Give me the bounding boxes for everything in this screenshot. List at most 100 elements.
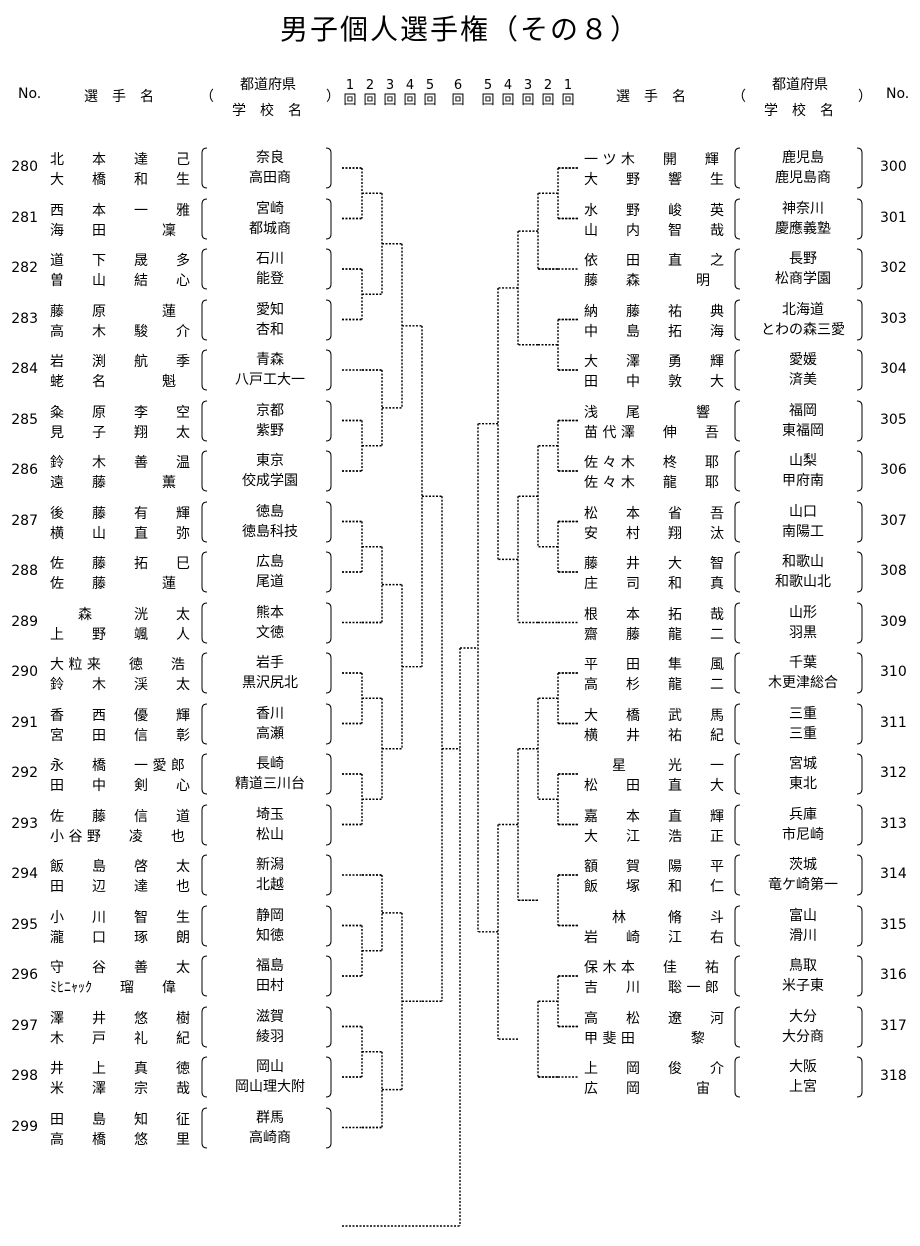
open-paren xyxy=(734,602,741,643)
entry-number: 301 xyxy=(880,209,907,226)
player-name: 遠 藤 薫 xyxy=(50,475,176,491)
entry-number: 290 xyxy=(11,664,38,680)
open-paren xyxy=(201,753,208,795)
entry-number: 307 xyxy=(880,512,907,529)
close-paren xyxy=(856,450,863,492)
school-name: 紫野 xyxy=(256,422,284,439)
entry-number: 308 xyxy=(880,563,907,579)
open-paren xyxy=(201,703,208,744)
header-name-left: 選 手 名 xyxy=(84,89,154,105)
entry-number: 282 xyxy=(11,260,38,276)
school-name: 杏和 xyxy=(256,321,284,338)
player-name: 藤 森 明 xyxy=(584,273,710,289)
close-paren xyxy=(856,501,863,542)
player-name: 平 田 隼 風 xyxy=(584,657,724,673)
prefecture: 広島 xyxy=(256,554,284,570)
prefecture: 長崎 xyxy=(256,756,284,772)
prefecture: 京都 xyxy=(256,402,284,419)
close-paren xyxy=(325,299,332,340)
open-paren xyxy=(201,854,208,896)
header-no-right: No. xyxy=(886,86,910,102)
close-paren xyxy=(325,400,332,441)
close-paren xyxy=(325,1056,332,1098)
open-paren xyxy=(201,450,208,492)
open-paren xyxy=(201,551,208,593)
entry-number: 318 xyxy=(880,1068,907,1084)
open-paren xyxy=(734,905,741,946)
player-name: 田 辺 達 也 xyxy=(50,879,190,895)
school-name: 三重 xyxy=(789,725,817,742)
player-name: 高 橋 悠 里 xyxy=(50,1131,190,1148)
prefecture: 徳島 xyxy=(256,503,284,520)
prefecture: 山口 xyxy=(789,503,817,520)
player-name: 香 西 優 輝 xyxy=(50,707,190,724)
player-name: 大 橋 和 生 xyxy=(50,172,190,188)
close-paren xyxy=(856,349,863,391)
close-paren xyxy=(856,854,863,896)
entry-number: 309 xyxy=(880,613,907,630)
open-paren xyxy=(201,1006,208,1047)
close-paren xyxy=(856,652,863,694)
player-name: 安 村 翔 汰 xyxy=(584,525,724,542)
open-paren xyxy=(734,955,741,997)
school-name: 南陽工 xyxy=(782,523,824,540)
school-name: とわの森三愛 xyxy=(761,321,845,338)
open-paren xyxy=(201,400,208,441)
entry-number: 285 xyxy=(11,411,38,428)
open-paren xyxy=(201,198,208,239)
prefecture: 新潟 xyxy=(256,857,284,873)
player-name: 飯 塚 和 仁 xyxy=(584,879,724,895)
school-name: 東福岡 xyxy=(782,422,824,439)
prefecture: 福岡 xyxy=(789,402,817,419)
close-paren xyxy=(856,299,863,340)
player-name: 嘉 本 直 輝 xyxy=(584,808,724,825)
header-pref-left: 都道府県 xyxy=(240,77,296,93)
open-paren xyxy=(201,147,208,189)
player-name: 海 田 凜 xyxy=(50,222,176,239)
player-name: 上 野 颯 人 xyxy=(50,626,190,643)
entry-number: 314 xyxy=(880,866,907,882)
open-paren xyxy=(201,349,208,391)
player-name: 米 澤 宗 哉 xyxy=(50,1081,190,1097)
player-name: ﾐﾋﾆｬｯｸ 瑠 偉 xyxy=(50,980,176,996)
close-paren xyxy=(856,602,863,643)
player-name: 北 本 達 己 xyxy=(50,152,190,168)
player-name: 星 光 一 xyxy=(584,758,724,774)
school-name: 都城商 xyxy=(249,220,291,237)
close-paren xyxy=(325,854,332,896)
open-paren xyxy=(734,703,741,744)
player-name: 納 藤 祐 典 xyxy=(584,303,724,320)
player-name: 小 谷 野 凌 也 xyxy=(50,828,185,845)
close-paren xyxy=(325,450,332,492)
player-name: 広 岡 宙 xyxy=(584,1081,710,1097)
open-paren xyxy=(201,1056,208,1098)
prefecture: 大分 xyxy=(789,1008,817,1025)
school-name: 市尼崎 xyxy=(782,826,824,843)
player-name: 額 賀 陽 平 xyxy=(584,859,724,875)
school-name: 綾羽 xyxy=(256,1028,284,1045)
player-name: 高 木 駿 介 xyxy=(50,323,190,340)
player-name: 高 松 遼 河 xyxy=(584,1010,724,1027)
open-paren xyxy=(201,602,208,643)
close-paren xyxy=(856,753,863,795)
prefecture: 北海道 xyxy=(782,301,824,318)
entry-number: 291 xyxy=(11,714,38,731)
prefecture: 大阪 xyxy=(789,1059,817,1075)
player-name: 一 ツ 木 開 輝 xyxy=(584,152,719,168)
entry-number: 287 xyxy=(11,512,38,529)
close-paren xyxy=(856,955,863,997)
player-name: 根 本 拓 哉 xyxy=(584,606,724,623)
player-name: 田 中 敦 大 xyxy=(584,374,724,390)
player-name: 佐 々 木 柊 耶 xyxy=(584,455,719,471)
player-name: 齋 藤 龍 二 xyxy=(584,626,724,643)
player-name: 見 子 翔 太 xyxy=(50,424,190,441)
player-name: 田 島 知 征 xyxy=(50,1111,190,1128)
school-name: 精道三川台 xyxy=(235,776,305,792)
close-paren xyxy=(325,1006,332,1047)
close-paren xyxy=(325,703,332,744)
page-title: 男子個人選手権（その８） xyxy=(279,13,640,46)
